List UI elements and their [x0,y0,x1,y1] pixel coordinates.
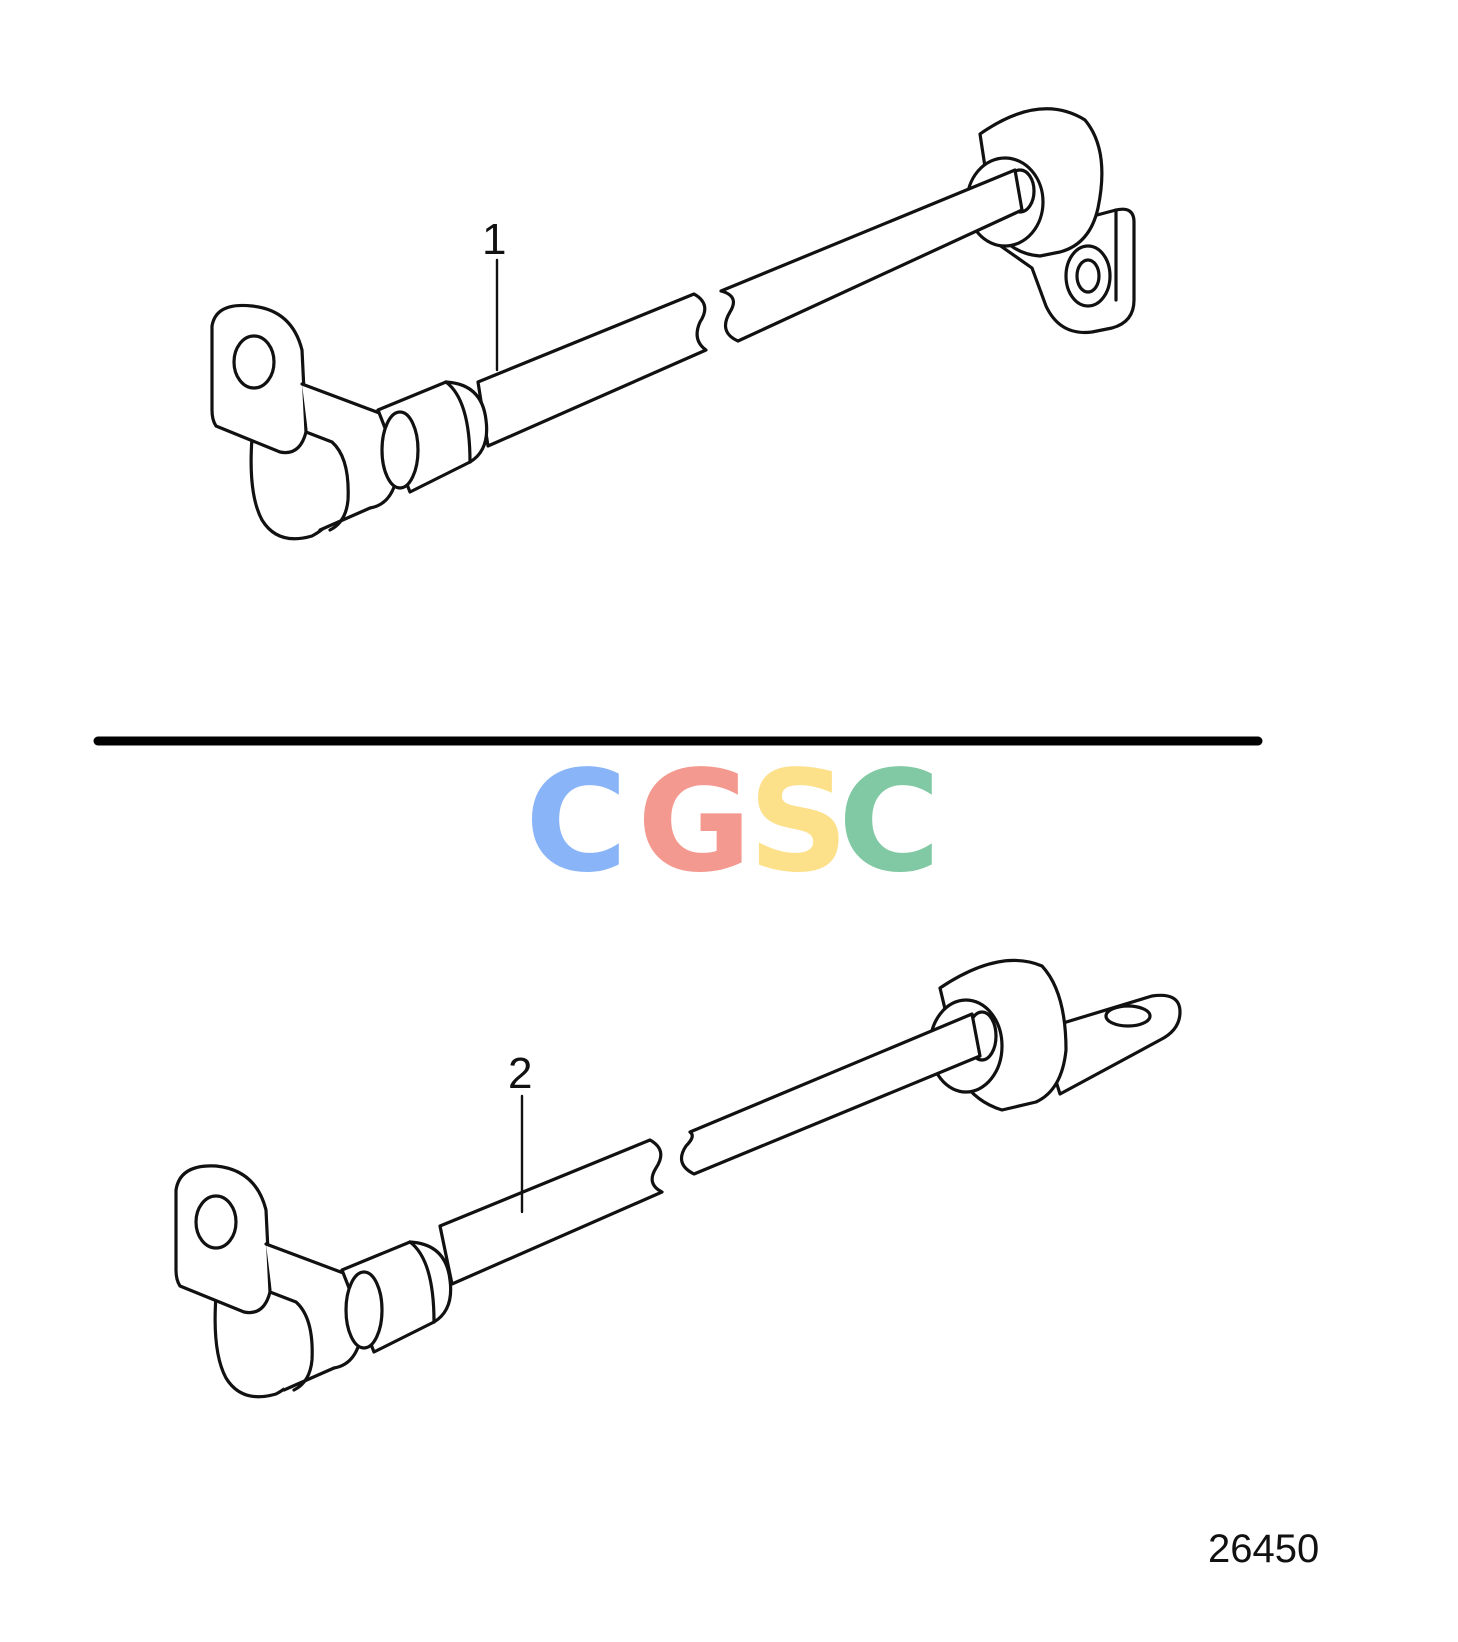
watermark-letter-2: G [637,741,752,904]
cable-assembly-2: 2 [174,958,1182,1399]
cable-segment-left-1 [476,292,708,448]
watermark-letter-4: C [838,741,941,904]
callout-label-1: 1 [482,215,506,264]
cable-segment-left-2 [438,1138,664,1286]
cable-segment-right-2 [679,1012,982,1176]
watermark-letter-1: C [525,741,628,904]
figure-reference-number: 26450 [1208,1527,1319,1571]
watermark-logo: C G S C [525,741,941,904]
cable-segment-right-1 [719,168,1024,343]
callout-label-2: 2 [508,1049,532,1098]
left-terminal-2 [174,1164,453,1399]
cable-assembly-1: 1 [210,107,1136,541]
left-terminal-1 [210,303,489,541]
watermark-letter-3: S [748,741,849,904]
